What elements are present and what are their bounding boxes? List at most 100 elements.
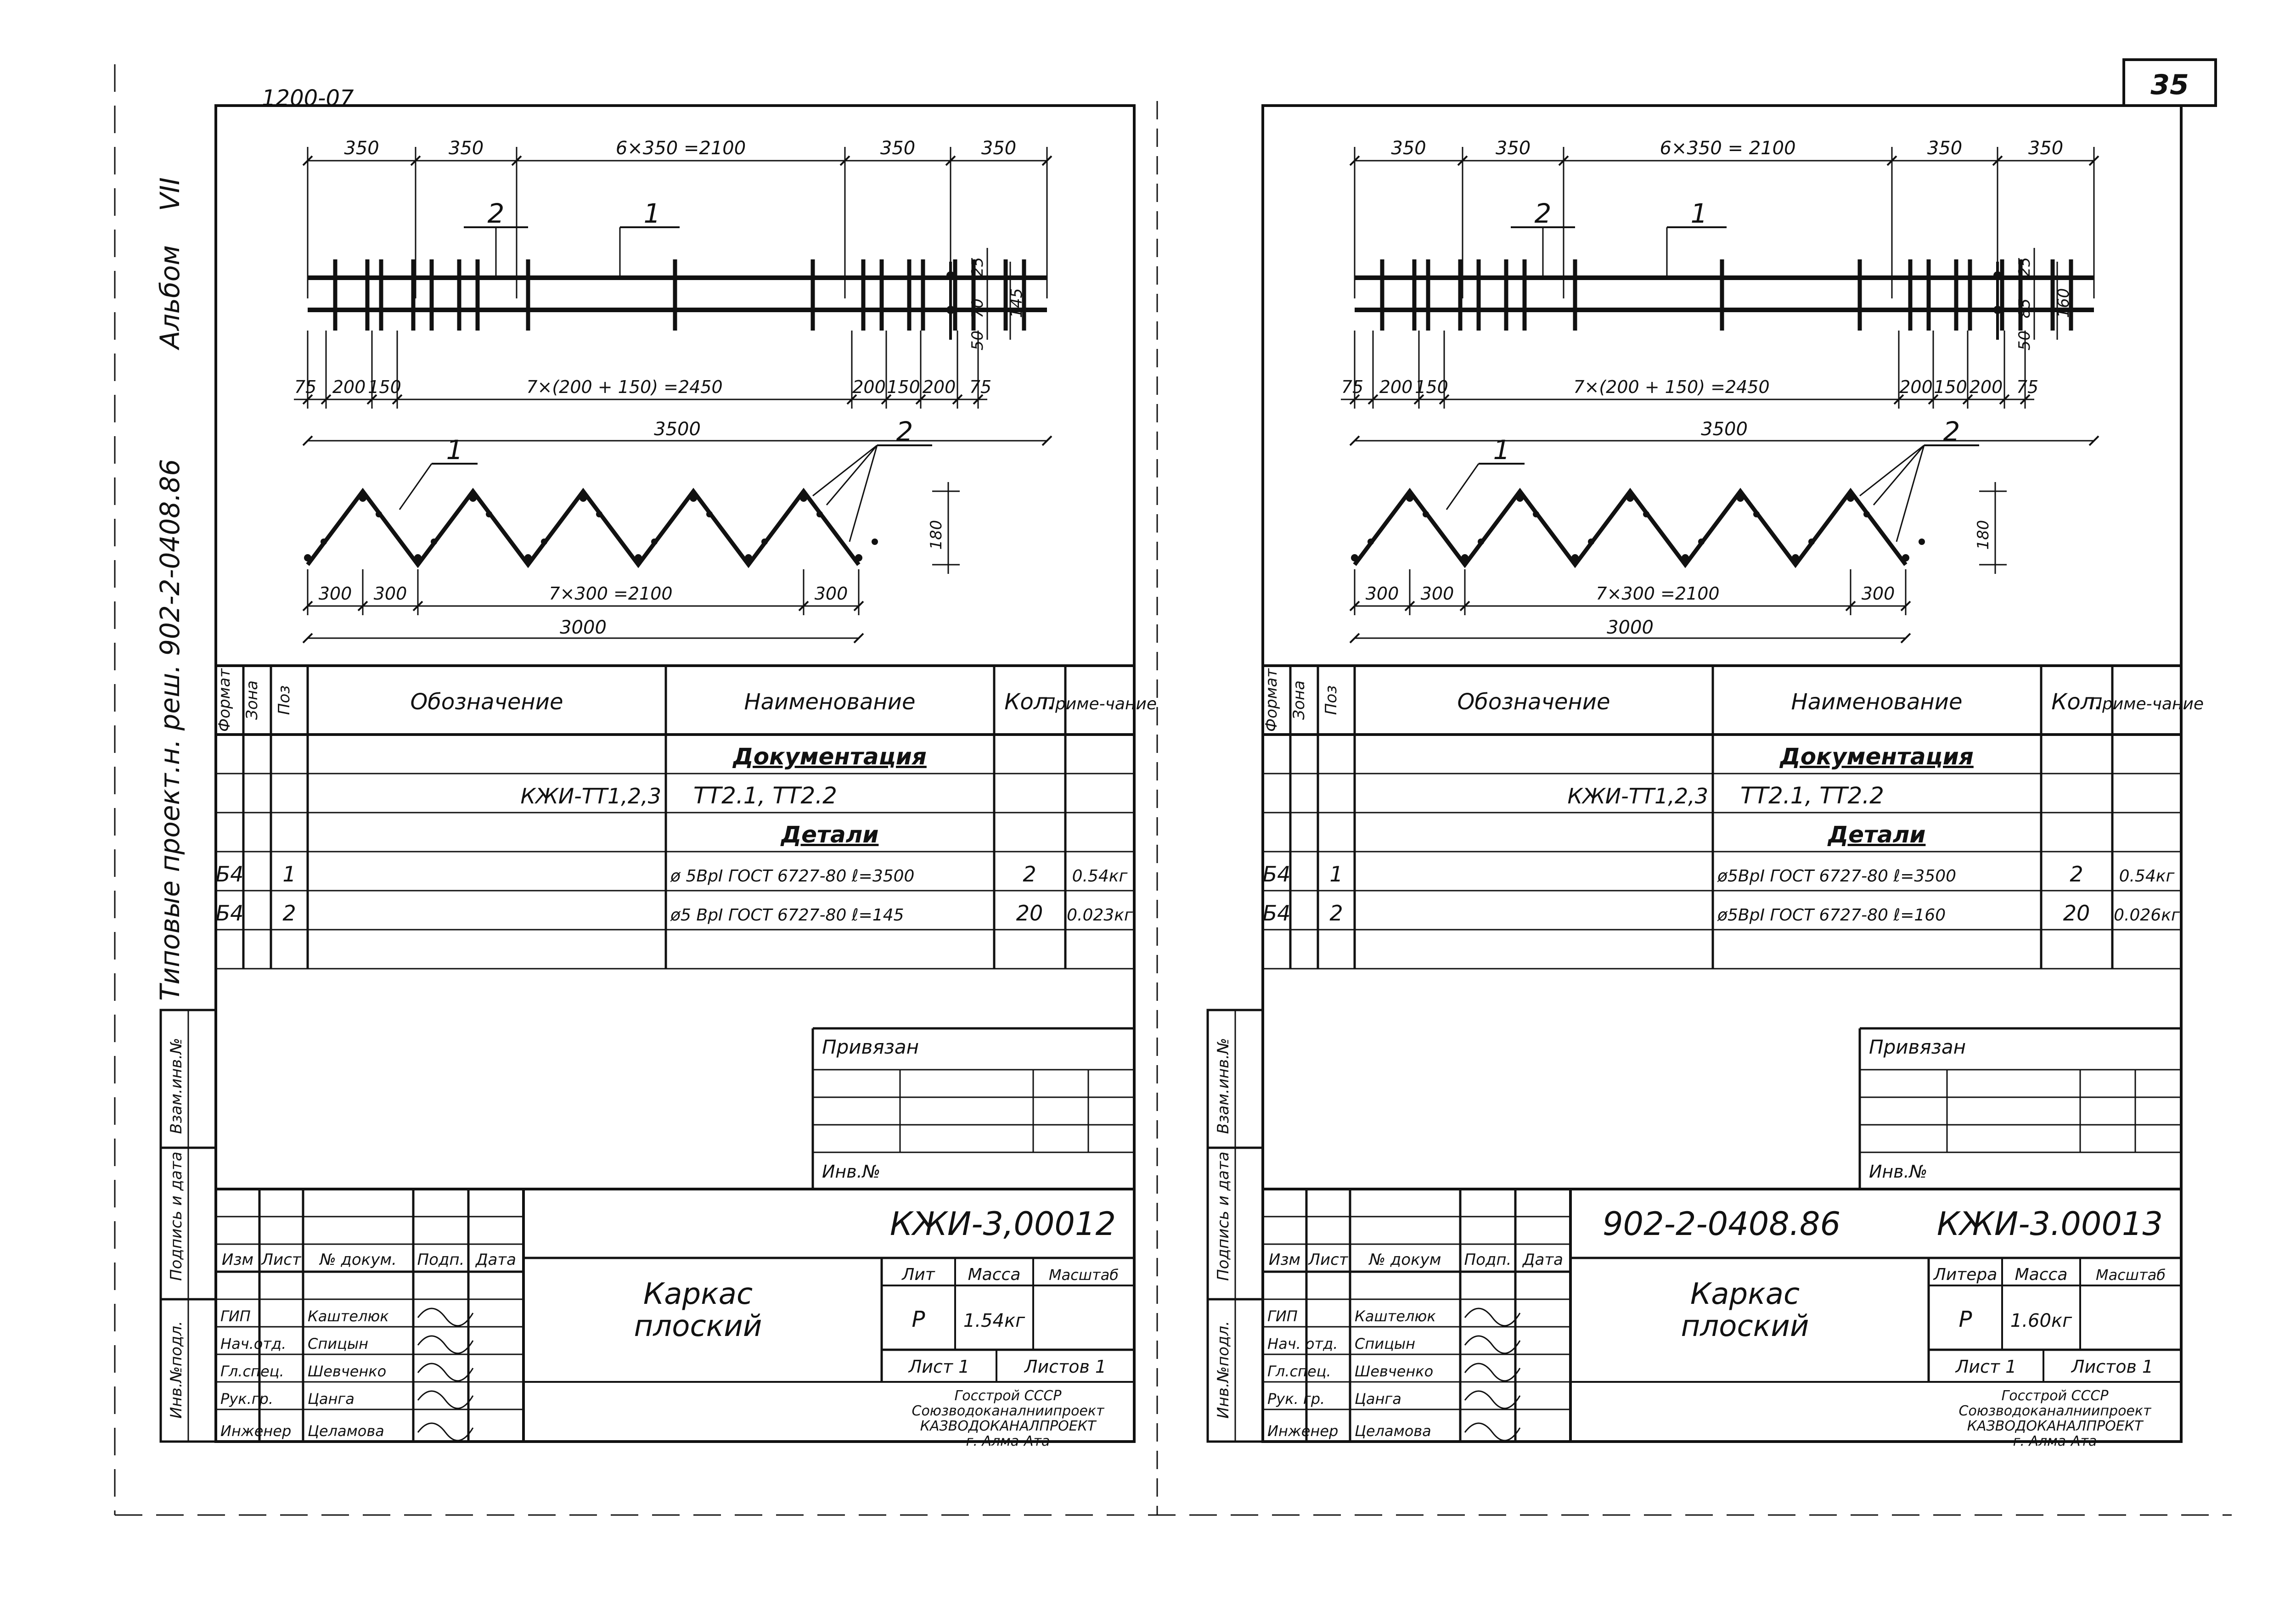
role-label: Нач.отд.: [220, 1335, 286, 1352]
callout-leader: [812, 444, 878, 497]
callout-leader: [1446, 463, 1480, 510]
spec-header: Наименование: [1791, 689, 1962, 715]
zigzag-bar: [376, 511, 382, 517]
zigzag-bar: [1792, 554, 1799, 561]
dim-tick: [366, 394, 377, 405]
spec-header: Обозначение: [1457, 689, 1610, 715]
rev-header: Подп.: [417, 1251, 465, 1269]
zigzag-bar: [1919, 539, 1925, 545]
role-label: Гл.спец.: [1267, 1363, 1331, 1380]
zigzag-bar: [1808, 539, 1815, 545]
dim-tick: [302, 435, 313, 446]
rev-header: Дата: [1522, 1251, 1563, 1269]
zigzag-bar: [1461, 554, 1469, 561]
spec-header-vertical: Формат: [215, 668, 234, 732]
dim-tick: [1845, 600, 1856, 612]
signature: [1464, 1335, 1521, 1354]
bottom-dim-text: 150: [887, 377, 920, 397]
top-dim-text: 350: [1927, 138, 1962, 159]
dim-tick: [952, 394, 963, 405]
callout-leader: [849, 445, 878, 542]
spec-cell: ТТ2.1, ТТ2.2: [1740, 782, 1884, 809]
zigzag-bar: [1902, 554, 1909, 561]
bent-dim-text: 300: [319, 584, 352, 604]
zigzag-bar: [1847, 494, 1854, 502]
zigzag-bar: [745, 554, 752, 561]
dim-tick: [302, 394, 313, 405]
bottom-dim-text: 7×(200 + 150) =2450: [526, 377, 722, 397]
rev-header: Изм: [1269, 1251, 1300, 1269]
dim-tick: [881, 394, 892, 405]
spec-cell: Б4: [1263, 862, 1291, 887]
zigzag-bar: [1682, 554, 1689, 561]
role-name: Каштелюк: [308, 1308, 389, 1325]
dim-tick: [945, 155, 956, 166]
top-dim-text: 350: [981, 138, 1016, 159]
callout-leader: [1896, 445, 1925, 542]
callout-1: 1: [644, 198, 661, 229]
spec-cell: 0.026кг: [2114, 906, 2180, 925]
dim-tick: [1349, 600, 1360, 612]
callout-2: 2: [488, 198, 505, 229]
section-dim-text: 25: [2015, 257, 2034, 277]
dim-tick: [973, 394, 984, 405]
rev-header: № докум: [1368, 1251, 1441, 1269]
series-label: Типовые проект.н. реш. 902-2-0408.86: [154, 459, 186, 1001]
dim-tick: [1349, 155, 1360, 166]
bent-dim-text: 300: [1421, 584, 1454, 604]
spec-cell: Б4: [1263, 901, 1291, 926]
lit-header: Лит: [901, 1265, 935, 1284]
role-label: Инженер: [220, 1422, 291, 1440]
zigzag-bar: [596, 511, 602, 517]
section-bar-bottom: [1993, 306, 2002, 314]
zigzag-bar: [431, 539, 437, 545]
top-dim-text: 350: [2028, 138, 2063, 159]
dim-tick: [410, 155, 421, 166]
top-dim-text: 350: [344, 138, 379, 159]
bottom-dim-text: 200: [923, 377, 956, 397]
section-bar-top: [946, 271, 955, 280]
section-bar-bottom: [946, 306, 955, 314]
org-line: КАЗВОДОКАНАЛПРОЕКТ: [920, 1418, 1097, 1434]
zigzag-bar: [635, 554, 642, 561]
mass-value: 1.60кг: [2010, 1310, 2072, 1331]
dim-tick: [2020, 394, 2031, 405]
dim-tick: [357, 600, 368, 612]
rev-header: Дата: [475, 1251, 516, 1269]
dim-tick: [1558, 155, 1569, 166]
dim-tick: [412, 600, 423, 612]
zigzag-bar: [321, 539, 327, 545]
spec-cell: Б4: [216, 862, 244, 887]
zigzag-bar: [651, 539, 658, 545]
zigzag-bar: [541, 539, 547, 545]
zigzag-bar: [1423, 511, 1429, 517]
dim-tick: [915, 394, 926, 405]
sheets-label: Листов 1: [2071, 1357, 2153, 1377]
sheets-label: Листов 1: [1024, 1357, 1106, 1377]
item-name-line-1: Каркас: [643, 1277, 753, 1311]
rev-header: Подп.: [1464, 1251, 1512, 1269]
item-name-line-2: плоский: [1681, 1309, 1809, 1343]
spec-cell: Документация: [732, 743, 927, 770]
doc-code: КЖИ-3,00012: [890, 1205, 1116, 1243]
bent-dim-text: 300: [1862, 584, 1895, 604]
dim-tick: [798, 600, 809, 612]
zigzag-bar: [1478, 539, 1484, 545]
spec-header-vertical: Формат: [1262, 668, 1281, 732]
dim-tick: [1999, 394, 2010, 405]
role-label: ГИП: [1267, 1308, 1298, 1325]
org-line: г. Алма-Ата: [966, 1433, 1050, 1449]
role-label: Рук.гр.: [220, 1390, 273, 1408]
zigzag-bar: [414, 554, 422, 561]
bent-height-text: 180: [927, 520, 945, 550]
spec-cell: 2: [282, 901, 296, 926]
signature: [1464, 1308, 1521, 1327]
zigzag-bar: [304, 554, 311, 561]
spec-cell: ø 5ВрI ГОСТ 6727-80 ℓ=3500: [670, 867, 914, 886]
bottom-dim-text: 200: [1970, 377, 2003, 397]
role-label: Гл.спец.: [220, 1363, 284, 1380]
bent-dim-text: 7×300 =2100: [1596, 584, 1719, 604]
org-line: Союзводоканалниипроект: [1959, 1403, 2152, 1419]
total-dim-text: 3500: [1701, 419, 1748, 440]
